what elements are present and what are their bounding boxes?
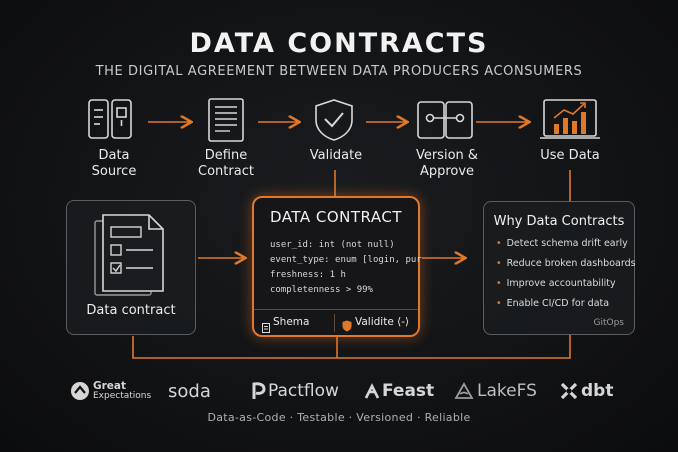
- pactflow-logo: Pactflow: [252, 380, 339, 402]
- lakefs-logo: LakeFS: [454, 380, 537, 402]
- document-icon: [202, 98, 250, 142]
- step-label-define-contract: Define Contract: [198, 148, 254, 179]
- dbt-text: dbt: [581, 381, 614, 401]
- contract-document-icon: [93, 213, 167, 303]
- great-expectations-logo: Great Expectations: [70, 380, 151, 402]
- why-bullet: •Reduce broken dashboards: [496, 258, 636, 269]
- version-icon: [416, 98, 474, 142]
- step-label-data-source: Data Source: [91, 148, 137, 179]
- contract-field-event-type: event_type: enum [login, pur: [270, 255, 422, 265]
- feast-logo: Feast: [364, 380, 434, 402]
- feast-text: Feast: [382, 381, 435, 401]
- pactflow-icon: [252, 382, 266, 399]
- why-footnote: GitOps: [593, 318, 625, 328]
- footer-schema-label: Shema: [273, 316, 310, 328]
- step-label-version-approve: Version & Approve: [415, 148, 479, 179]
- tagline: Data-as-Code · Testable · Versioned · Re…: [207, 411, 471, 424]
- data-contract-card: Data contract: [66, 200, 196, 335]
- why-bullet: •Improve accountability: [496, 278, 616, 289]
- chart-monitor-icon: [540, 96, 600, 140]
- lakefs-icon: [454, 382, 474, 399]
- data-contract-box: DATA CONTRACT user_id: int (not null) ev…: [252, 196, 422, 337]
- why-title: Why Data Contracts: [493, 214, 625, 229]
- page-subtitle: THE DIGITAL AGREEMENT BETWEEN DATA PRODU…: [95, 64, 583, 79]
- why-data-contracts-card: Why Data Contracts •Detect schema drift …: [483, 201, 636, 335]
- step-label-use-data: Use Data: [540, 148, 600, 163]
- contract-footer: Shema Validite ⟨-⟩: [254, 309, 418, 335]
- soda-text: soda: [168, 380, 211, 402]
- shield-check-icon: [310, 98, 358, 142]
- contract-title: DATA CONTRACT: [269, 208, 403, 226]
- footer-validate-label: Validite ⟨-⟩: [355, 316, 410, 328]
- soda-logo: soda: [168, 380, 211, 402]
- step-label-validate: Validate: [309, 148, 363, 163]
- lakefs-text: LakeFS: [477, 381, 537, 401]
- pactflow-text: Pactflow: [268, 381, 339, 401]
- why-bullet: •Detect schema drift early: [496, 238, 628, 249]
- great-expectations-icon: [71, 382, 89, 400]
- feast-icon: [364, 383, 380, 399]
- expectations-text: Expectations: [93, 391, 152, 401]
- loop-connector: [132, 335, 571, 359]
- why-bullet: •Enable CI/CD for data: [496, 298, 610, 309]
- data-source-icon: [86, 98, 134, 142]
- dbt-logo: dbt: [560, 380, 613, 402]
- schema-icon: [262, 318, 270, 337]
- contract-field-user-id: user_id: int (not null): [270, 240, 395, 250]
- great-text: Great: [93, 380, 127, 392]
- contract-field-freshness: freshness: 1 h: [270, 270, 346, 280]
- dbt-icon: [560, 382, 578, 400]
- footer-divider: [334, 314, 335, 332]
- page-title: DATA CONTRACTS: [189, 28, 489, 59]
- validate-shield-icon: [342, 317, 352, 336]
- contract-field-completeness: completenness > 99%: [270, 285, 373, 295]
- data-contract-label: Data contract: [86, 303, 176, 318]
